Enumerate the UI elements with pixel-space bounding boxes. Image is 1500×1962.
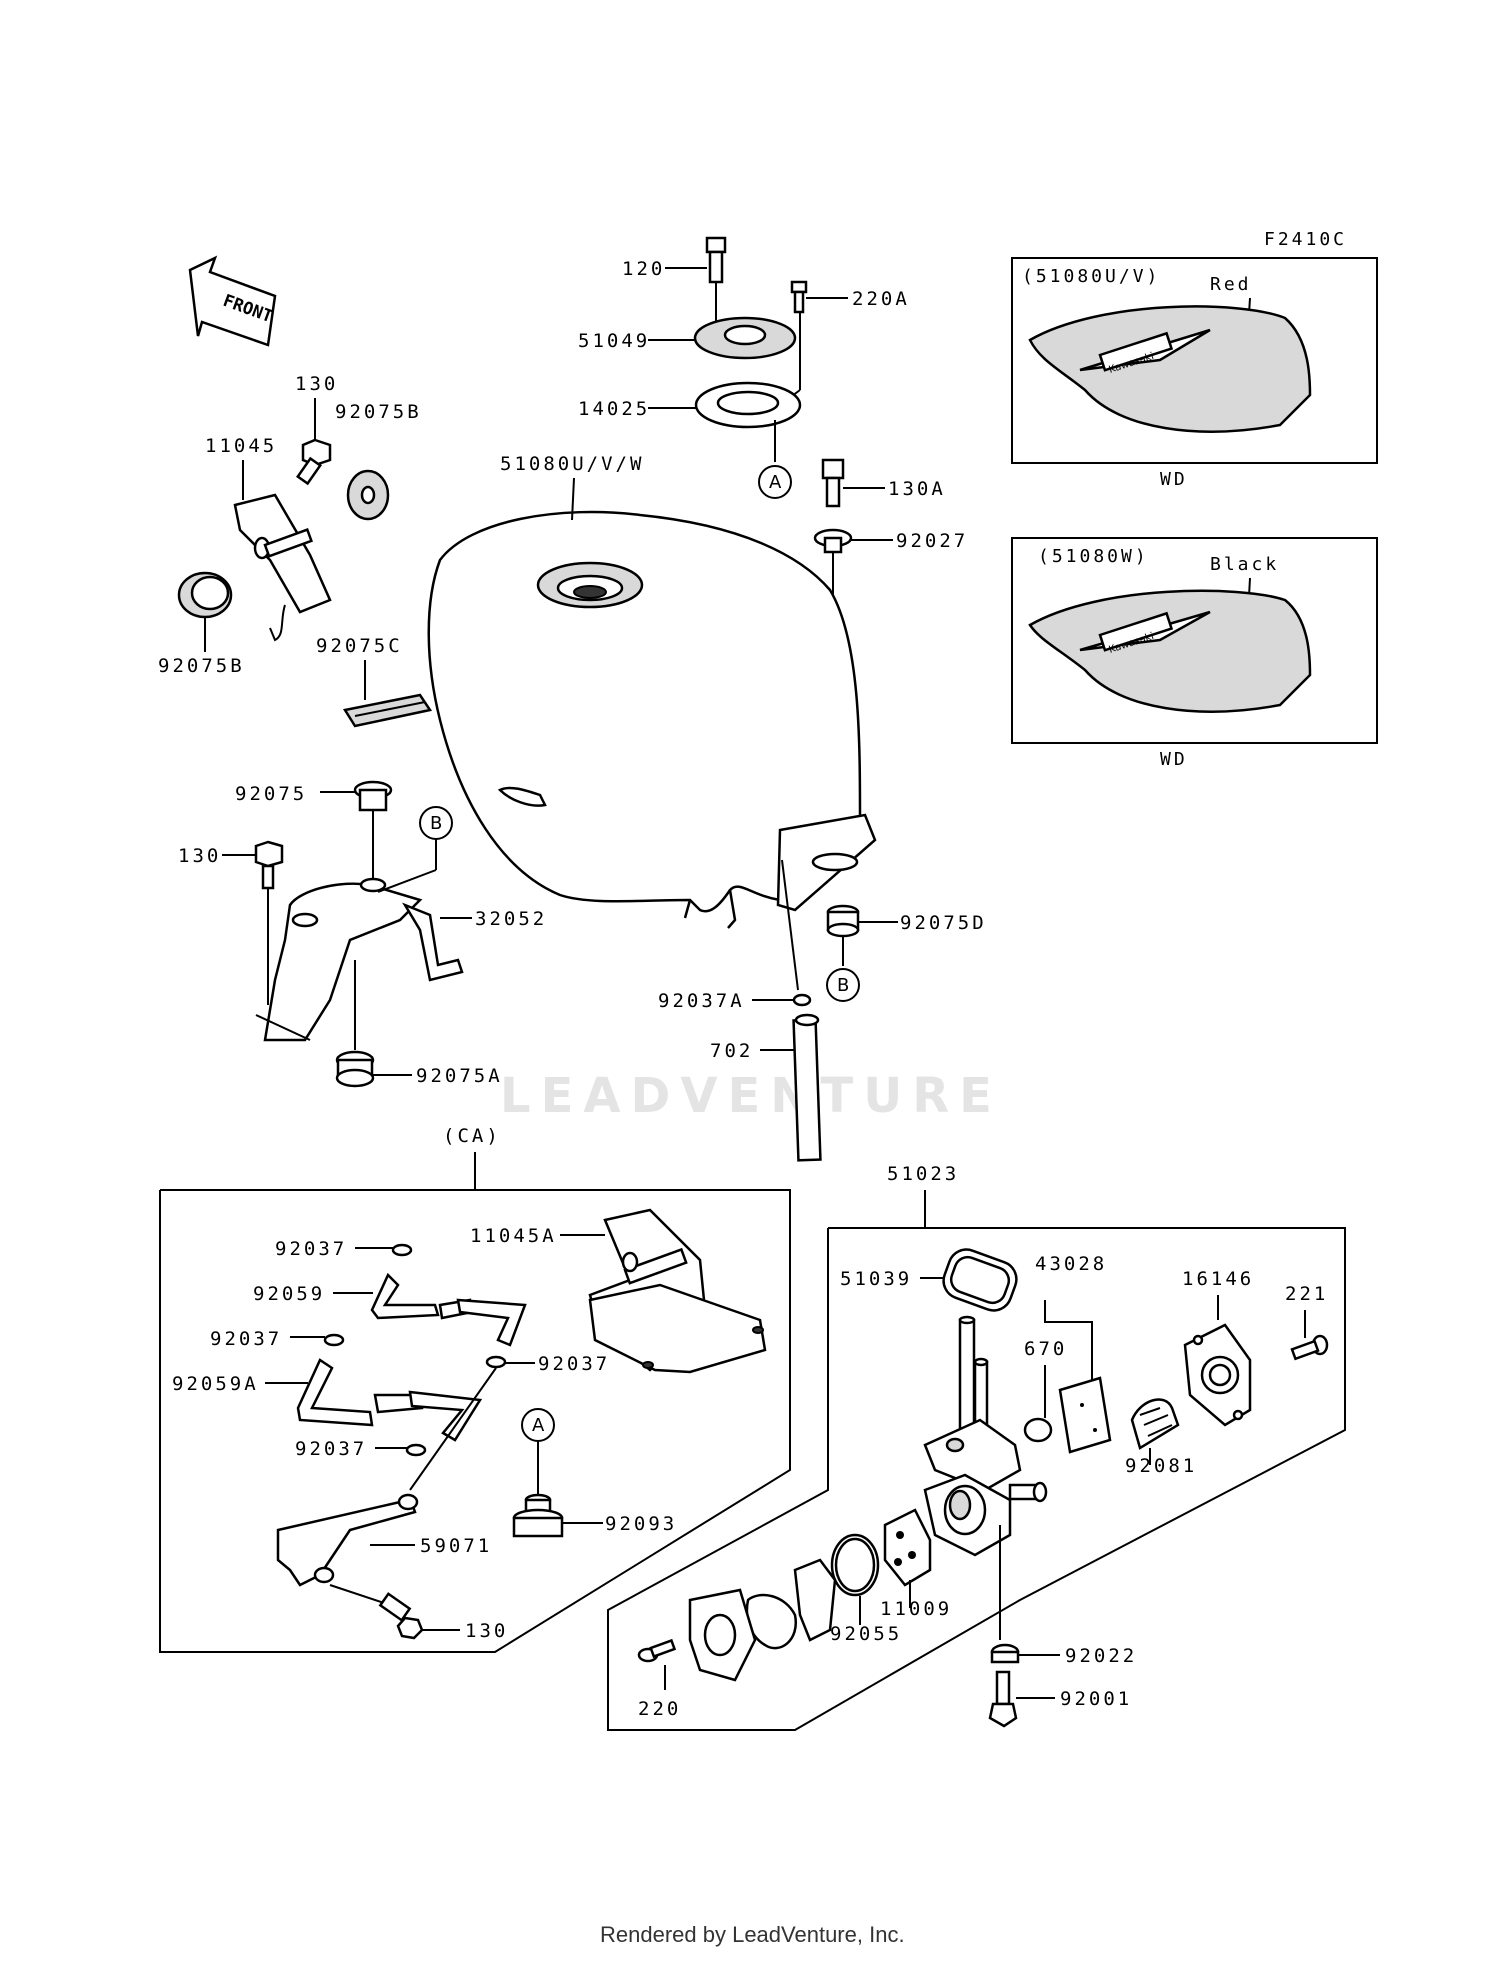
bolt-120: 120 (622, 236, 727, 325)
ref-b-right: B (837, 975, 849, 996)
label-59071: 59071 (420, 1535, 492, 1557)
ca-label: (CA) (443, 1125, 501, 1147)
label-43028: 43028 (1035, 1253, 1107, 1275)
inset-black-suffix: WD (1160, 749, 1188, 770)
label-92037-2: 92037 (210, 1328, 282, 1350)
label-51039: 51039 (840, 1268, 912, 1290)
inset-red: (51080U/V) Red Kawasaki WD (1011, 257, 1378, 490)
front-arrow-icon: FRONT (188, 255, 277, 347)
inset-red-color: Red (1210, 274, 1252, 295)
inset-black-color: Black (1210, 554, 1279, 575)
label-220a: 220A (852, 288, 910, 310)
label-92075c: 92075C (316, 635, 403, 657)
fuel-tank-51080: 51080U/V/W (427, 453, 877, 929)
inset-black: (51080W) Black Kawasaki WD (1011, 537, 1378, 770)
ref-a-top: A (769, 472, 782, 493)
label-92075d: 92075D (900, 912, 987, 934)
inset-red-suffix: WD (1160, 469, 1188, 490)
label-130a: 130A (888, 478, 946, 500)
ref-a-ca: A (532, 1415, 545, 1436)
cap-51049: 51049 (578, 316, 797, 360)
screw-220: 220 (637, 1638, 681, 1720)
plate-11009: 11009 (880, 1508, 952, 1620)
label-670: 670 (1024, 1338, 1067, 1360)
clip-92037a: 92037A (658, 990, 812, 1012)
label-32052: 32052 (475, 908, 547, 930)
bolt-130-mid: 130 (178, 840, 284, 1005)
oring-670: 670 (1023, 1338, 1067, 1443)
label-92075b-top: 92075B (335, 401, 422, 423)
inset-red-code: (51080U/V) (1022, 266, 1160, 287)
label-92075: 92075 (235, 783, 307, 805)
damper-92075d: 92075D B (826, 904, 987, 1002)
label-120: 120 (622, 258, 665, 280)
diagram-code: F2410C (1264, 229, 1347, 250)
pad-92075c: 92075C (316, 635, 433, 728)
inset-black-code: (51080W) (1038, 546, 1149, 567)
label-92059a: 92059A (172, 1373, 259, 1395)
hose-702: 702 (710, 859, 822, 1162)
label-92001: 92001 (1060, 1688, 1132, 1710)
label-11045a: 11045A (470, 1225, 557, 1247)
bracket-11045: 11045 (205, 435, 332, 642)
label-92037a: 92037A (658, 990, 745, 1012)
label-92055: 92055 (830, 1623, 902, 1645)
bracket-11045a: 11045A (470, 1208, 767, 1374)
bracket-32052: B 32052 (255, 806, 547, 1050)
label-130-mid: 130 (178, 845, 221, 867)
oring-51039: 51039 (840, 1248, 1018, 1312)
fuel-cock-group: 51023 (607, 1163, 1346, 1731)
damper-92075b-top: 92075B (335, 401, 422, 521)
label-92027: 92027 (896, 530, 968, 552)
label-14025: 14025 (578, 398, 650, 420)
fuel-cock-body (923, 1315, 1048, 1640)
label-92075a: 92075A (416, 1065, 503, 1087)
screw-221: 221 (1285, 1283, 1329, 1361)
damper-92075b-bottom: 92075B (158, 571, 245, 677)
label-11009: 11009 (880, 1598, 952, 1620)
cover-16146: 16146 (1182, 1268, 1254, 1427)
bolt-130a: 130A (821, 458, 946, 508)
label-702: 702 (710, 1040, 753, 1062)
label-221: 221 (1285, 1283, 1328, 1305)
gasket-14025: 14025 A (578, 381, 802, 499)
label-92037-4: 92037 (295, 1438, 367, 1460)
label-92022: 92022 (1065, 1645, 1137, 1667)
label-92059: 92059 (253, 1283, 325, 1305)
bolt-220a: 220A (779, 280, 910, 406)
spring-92081: 92081 (1125, 1398, 1197, 1477)
grommet-92075: 92075 (235, 780, 393, 878)
damper-92075a: 92075A (335, 1050, 503, 1088)
ref-b-left: B (430, 813, 442, 834)
label-92037-3: 92037 (538, 1353, 610, 1375)
label-130-top: 130 (295, 373, 338, 395)
label-130-ca: 130 (465, 1620, 508, 1642)
ca-group: (CA) (159, 1125, 791, 1653)
grommet-92093: A 92093 (512, 1408, 677, 1538)
cover-43028: 43028 (1035, 1253, 1112, 1454)
label-11045: 11045 (205, 435, 277, 457)
footer-credit: Rendered by LeadVenture, Inc. (600, 1922, 905, 1947)
bracket-59071: 59071 (276, 1493, 492, 1587)
gasket-lever (688, 1558, 837, 1682)
label-51080: 51080U/V/W (500, 453, 644, 475)
label-92037-1: 92037 (275, 1238, 347, 1260)
label-92081: 92081 (1125, 1455, 1197, 1477)
label-92075b-bottom: 92075B (158, 655, 245, 677)
washer-92022: 92022 (990, 1643, 1137, 1667)
label-51049: 51049 (578, 330, 650, 352)
watermark: LEADVENTURE (500, 1068, 1002, 1124)
bolt-130-ca: 130 (329, 1584, 508, 1642)
label-16146: 16146 (1182, 1268, 1254, 1290)
label-220: 220 (638, 1698, 681, 1720)
oring-92055: 92055 (830, 1533, 902, 1645)
bolt-130-top: 130 (295, 373, 338, 486)
hoses-92059: 92037 92059 92037 92037 92059A 92037 (172, 1238, 610, 1491)
bolt-92001: 92001 (988, 1670, 1132, 1728)
label-92093: 92093 (605, 1513, 677, 1535)
fuel-cock-label: 51023 (887, 1163, 959, 1185)
